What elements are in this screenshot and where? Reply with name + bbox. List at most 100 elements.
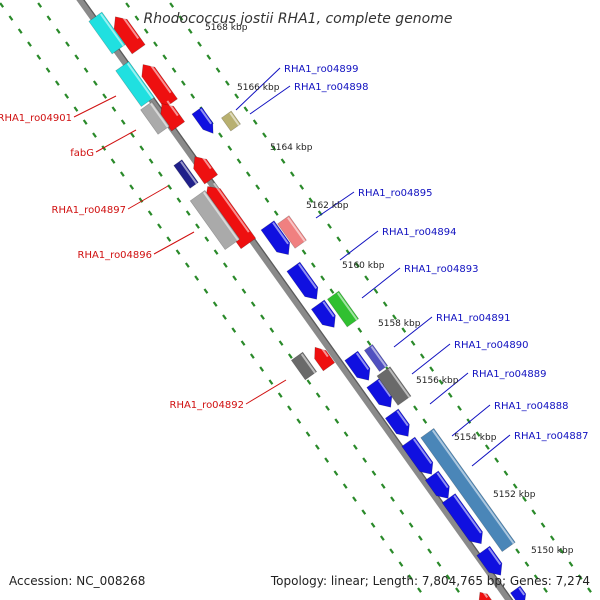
- tick-mark: [102, 93, 108, 99]
- cds-reverse-shape: [478, 591, 493, 600]
- tick-mark: [268, 379, 274, 385]
- cds-forward-shape: [510, 585, 527, 600]
- tick-mark: [73, 106, 79, 112]
- cds-forward-highlight: [355, 352, 370, 370]
- pink-feature: [277, 215, 307, 249]
- blue-feature-highlight: [370, 345, 387, 368]
- tick-mark: [250, 301, 256, 307]
- tick-mark: [125, 2, 131, 8]
- steel-feature-highlight: [431, 429, 515, 545]
- cds-forward-shape: [424, 470, 450, 499]
- cds-reverse: [113, 13, 146, 55]
- tick-mark: [324, 457, 330, 463]
- tick-mark: [54, 80, 60, 86]
- tick-mark: [273, 210, 279, 216]
- gene-label-forward: RHA1_ro04895: [358, 188, 433, 199]
- tick-mark: [568, 561, 574, 567]
- navy-feature-highlight: [180, 161, 198, 185]
- cds-forward-highlight: [413, 438, 433, 465]
- leader-line-forward: [235, 67, 281, 111]
- tick-mark: [231, 327, 237, 333]
- tick-mark: [399, 509, 405, 515]
- gray-feature: [140, 101, 170, 135]
- tick-mark: [287, 405, 292, 411]
- kbp-label: 5166 kbp: [237, 83, 280, 93]
- tick-mark: [390, 496, 395, 502]
- tick-mark: [232, 275, 238, 281]
- tick-mark: [222, 314, 227, 320]
- cyan-feature-highlight: [126, 62, 154, 99]
- tick-mark: [65, 41, 70, 47]
- tick-mark: [352, 496, 357, 502]
- olive-feature-highlight: [229, 112, 240, 126]
- tick-mark: [457, 405, 462, 411]
- tick-mark: [243, 106, 249, 112]
- tick-mark: [134, 15, 140, 21]
- gene-label-reverse: fabG: [70, 148, 94, 159]
- kbp-label: 5160 kbp: [342, 261, 385, 271]
- tick-mark: [310, 262, 316, 268]
- cds-forward-highlight: [436, 472, 449, 489]
- tick-mark: [204, 236, 210, 242]
- tick-mark: [299, 184, 305, 190]
- tick-mark: [354, 262, 360, 268]
- gray-feature-shape: [140, 101, 170, 135]
- cds-forward: [384, 408, 410, 437]
- gene-label-forward: RHA1_ro04890: [454, 340, 529, 351]
- tick-mark: [119, 171, 125, 177]
- tick-mark: [45, 67, 51, 73]
- tick-mark: [559, 548, 565, 554]
- leader-line-reverse: [127, 185, 169, 210]
- tick-mark: [422, 418, 428, 424]
- tick-mark: [427, 548, 433, 554]
- gene-label-reverse: RHA1_ro04896: [78, 250, 153, 261]
- tick-mark: [157, 223, 162, 229]
- gene-label-forward: RHA1_ro04887: [514, 431, 589, 442]
- cyan-feature-shape: [115, 61, 155, 107]
- tick-mark: [262, 132, 267, 138]
- cds-reverse: [193, 153, 219, 185]
- cds-reverse-shape: [193, 156, 219, 185]
- tick-mark: [129, 184, 135, 190]
- gene-label-reverse: RHA1_ro04897: [52, 205, 127, 216]
- tick-mark: [436, 561, 442, 567]
- cds-forward: [260, 220, 291, 256]
- tick-mark: [269, 327, 275, 333]
- tick-mark: [407, 574, 413, 580]
- tick-mark: [46, 15, 52, 21]
- tick-mark: [379, 535, 385, 541]
- tick-mark: [408, 522, 414, 528]
- cds-reverse-highlight: [147, 61, 172, 94]
- tick-mark: [74, 54, 80, 60]
- kbp-label: 5158 kbp: [378, 319, 421, 329]
- tick-mark: [289, 171, 295, 177]
- tick-mark: [271, 145, 277, 151]
- dark-feature: [290, 351, 318, 381]
- tick-mark: [455, 587, 460, 593]
- cds-forward: [310, 299, 336, 328]
- tick-mark: [184, 262, 190, 268]
- tick-mark: [278, 340, 284, 346]
- tick-mark: [143, 28, 149, 34]
- cds-forward-shape: [441, 493, 483, 545]
- leader-line-forward: [249, 85, 291, 115]
- cds-forward-highlight: [487, 547, 502, 565]
- dark-feature-highlight: [388, 368, 411, 398]
- tick-mark: [336, 236, 342, 242]
- tick-mark: [334, 418, 340, 424]
- gene-label-reverse: RHA1_ro04892: [170, 400, 245, 411]
- topology-text: Topology: linear; Length: 7,804,765 bp; …: [270, 574, 590, 588]
- cds-forward-shape: [191, 106, 214, 134]
- kbp-label: 5152 kbp: [493, 490, 536, 500]
- leader-line-reverse: [95, 129, 137, 153]
- tick-mark: [213, 249, 219, 255]
- blue-feature: [363, 344, 389, 372]
- tick-mark: [320, 275, 326, 281]
- tick-mark: [139, 145, 145, 151]
- tick-mark: [577, 574, 583, 580]
- gene-labels: RHA1_ro04899RHA1_ro04898RHA1_ro04895RHA1…: [0, 64, 589, 442]
- blue-feature-shape: [363, 344, 389, 372]
- leader-line-forward: [393, 316, 433, 348]
- tick-mark: [236, 158, 242, 164]
- tick-mark: [438, 379, 444, 385]
